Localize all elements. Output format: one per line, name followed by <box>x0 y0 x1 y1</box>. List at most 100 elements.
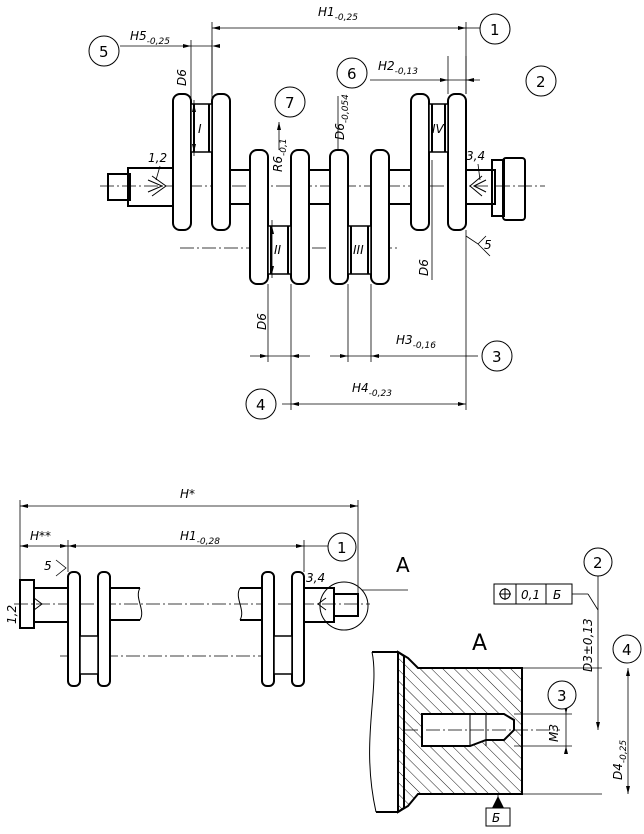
svg-text:4: 4 <box>256 396 266 414</box>
svg-text:H*: H* <box>180 487 195 501</box>
detail-A-title: A <box>472 631 487 656</box>
detail-break-line <box>369 651 377 813</box>
detail-A-section: A Б 0,1 Б 2 <box>369 547 642 827</box>
bottom-shaft-right <box>240 587 262 621</box>
svg-text:H1-0,28: H1-0,28 <box>180 529 220 547</box>
web-5 <box>329 149 349 285</box>
bottom-left-step <box>33 587 69 623</box>
bottom-shaft-left <box>110 587 140 621</box>
callout-d1 <box>327 532 357 562</box>
callout-d2 <box>583 547 613 577</box>
svg-text:H1-0,25: H1-0,25 <box>318 5 358 23</box>
callout-d3 <box>547 680 577 710</box>
bottom-face-mark-5-text: 5 <box>44 559 52 573</box>
left-center-hole <box>147 175 167 197</box>
dimension-H4: H4-0,23 <box>282 230 467 410</box>
datum-box <box>485 807 511 827</box>
web-4 <box>290 149 310 285</box>
svg-text:H4-0,23: H4-0,23 <box>352 381 392 399</box>
diameter-annotations: D6 D6-0,054 R6-0,1 D6 D6 <box>175 69 433 330</box>
bottom-left-center-hole <box>33 597 43 611</box>
D6-label-pin-2: D6 <box>255 313 269 330</box>
main-journal-2 <box>307 169 333 205</box>
callout-5 <box>88 35 120 67</box>
crank-pin-3 <box>347 225 372 275</box>
bottom-face-mark-5 <box>55 559 67 577</box>
svg-text:6: 6 <box>347 65 357 83</box>
svg-text:3: 3 <box>557 687 567 705</box>
left-shaft-step <box>127 167 175 207</box>
svg-text:4: 4 <box>622 641 632 659</box>
svg-text:2: 2 <box>536 73 546 91</box>
main-journal-1 <box>228 169 252 205</box>
surface-leader-3-4 <box>477 163 481 181</box>
svg-text:H5-0,25: H5-0,25 <box>130 29 170 47</box>
bottom-surface-3-4: 3,4 <box>306 571 325 585</box>
callout-bubbles-top: 1 2 3 4 5 6 7 <box>88 13 557 420</box>
crank-pin-1 <box>190 103 213 153</box>
left-shaft-end <box>107 173 131 201</box>
main-journal-3 <box>388 169 414 205</box>
svg-text:3: 3 <box>492 348 502 366</box>
D6-label-pin-4: D6 <box>417 259 431 276</box>
R6-label: R6-0,1 <box>271 138 289 172</box>
datum-label: Б <box>492 811 500 825</box>
bottom-pin-left <box>79 635 99 675</box>
bottom-surface-1-2: 1,2 <box>5 605 19 624</box>
callout-3 <box>481 340 513 372</box>
web-8 <box>447 93 467 231</box>
top-view-crankshaft: I II III IV 1,2 3,4 5 <box>100 93 545 285</box>
dimension-H1-bottom: H1-0,28 1 <box>68 529 357 572</box>
dimension-H3: H3-0,16 <box>330 284 478 362</box>
dimension-H-dstar: H** <box>20 529 69 572</box>
face-mark-5 <box>465 235 491 257</box>
detail-hatched-body <box>397 650 523 814</box>
pin-label-1: I <box>198 122 202 136</box>
surface-leader-1-2 <box>155 165 161 181</box>
bottom-break-left <box>137 587 143 621</box>
face-mark-5-text: 5 <box>484 238 492 252</box>
callout-6 <box>336 57 368 89</box>
crank-pin-2 <box>267 225 292 275</box>
right-shaft-step <box>464 169 496 205</box>
web-7 <box>410 93 430 231</box>
bottom-web-2 <box>97 571 111 687</box>
svg-text:5: 5 <box>99 43 109 61</box>
detail-A-ref: A <box>396 553 410 577</box>
detail-flange-step <box>397 651 405 813</box>
detail-A-circle <box>319 581 369 631</box>
svg-text:2: 2 <box>593 554 603 572</box>
svg-text:1: 1 <box>490 21 500 39</box>
callout-2 <box>525 65 557 97</box>
bottom-right-center-hole <box>317 597 327 611</box>
right-center-hole <box>469 175 487 197</box>
dimension-H5: H5-0,25 <box>120 29 220 104</box>
D6-label-pin-3: D6-0,054 <box>333 94 351 140</box>
web-6 <box>370 149 390 285</box>
crank-pin-4 <box>428 103 449 153</box>
bottom-web-3 <box>261 571 275 687</box>
dimension-pin2-width <box>250 284 310 410</box>
surface-label-3-4: 3,4 <box>466 149 485 163</box>
bottom-right-end <box>333 593 359 617</box>
bottom-web-1 <box>67 571 81 687</box>
web-2 <box>211 93 231 231</box>
pin-label-3: III <box>353 243 364 257</box>
svg-text:Б: Б <box>553 588 561 602</box>
web-1 <box>172 93 192 231</box>
pin-label-4: IV <box>432 122 445 136</box>
web-3 <box>249 149 269 285</box>
svg-text:H**: H** <box>30 529 51 543</box>
D6-label-pin-1: D6 <box>175 69 189 86</box>
D3-label: D3±0,13 <box>581 618 595 672</box>
D4-label: D4-0,25 <box>611 740 629 780</box>
bottom-view-crankshaft: A 1,2 3,4 5 <box>5 553 410 687</box>
callout-1 <box>479 13 511 45</box>
pin-label-2: II <box>274 243 282 257</box>
M3-label: M3 <box>547 724 561 742</box>
bottom-web-4 <box>291 571 305 687</box>
bottom-pin-right <box>273 635 293 675</box>
svg-text:H3-0,16: H3-0,16 <box>396 333 436 351</box>
surface-label-1-2: 1,2 <box>148 151 167 165</box>
